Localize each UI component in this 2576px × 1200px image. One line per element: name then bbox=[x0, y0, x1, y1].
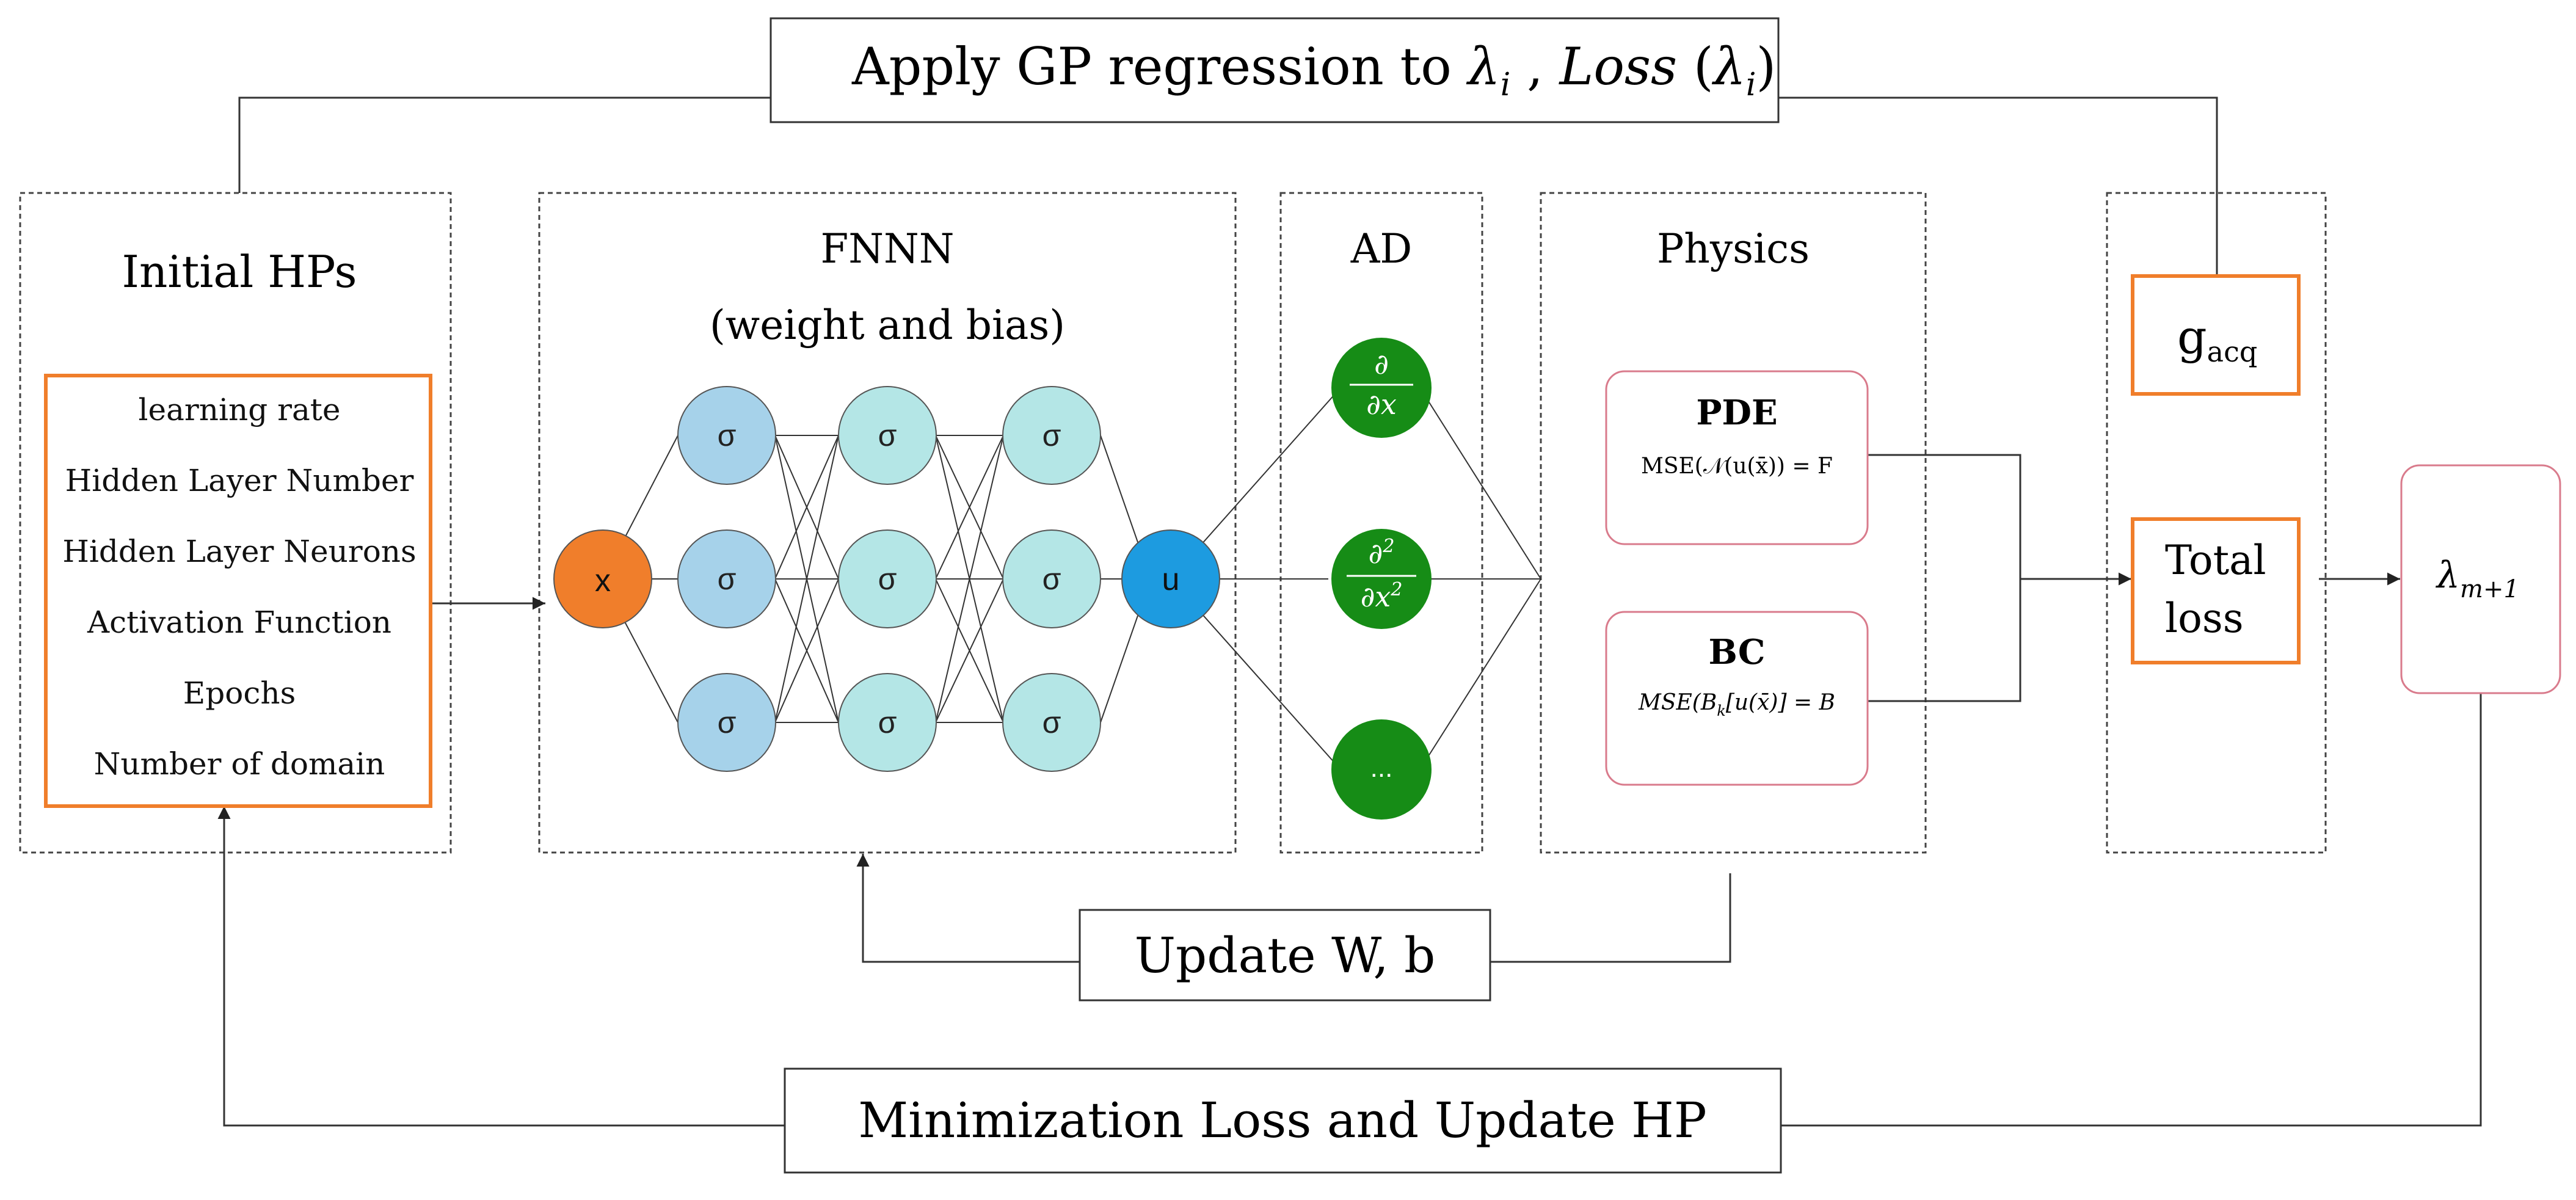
pde-box bbox=[1605, 370, 1869, 545]
hidden-layer-3 bbox=[1002, 386, 1101, 772]
neuron bbox=[838, 673, 937, 772]
hidden-layer-1 bbox=[677, 386, 776, 772]
hp-item: Hidden Layer Number bbox=[65, 463, 414, 498]
lambda-next-label: λm+1 bbox=[2436, 554, 2519, 603]
neuron-label: σ bbox=[1042, 705, 1061, 740]
bc-box bbox=[1605, 611, 1869, 786]
minimization-box bbox=[784, 1067, 1782, 1174]
hp-item: learning rate bbox=[139, 392, 341, 427]
input-node-x bbox=[553, 529, 652, 628]
ad-more-node bbox=[1331, 719, 1432, 820]
d2-numerator: ∂2 bbox=[1369, 536, 1395, 570]
panel-ad bbox=[1279, 192, 1483, 854]
output-node-label: u bbox=[1162, 562, 1180, 597]
top-loop-right-line bbox=[1778, 96, 2218, 275]
ad-ellipsis: ... bbox=[1370, 753, 1393, 783]
neuron bbox=[677, 386, 776, 485]
bottom-loop-arrow bbox=[217, 806, 785, 1127]
total-loss-box bbox=[2131, 517, 2301, 664]
hp-item: Activation Function bbox=[87, 605, 391, 640]
panel-acq bbox=[2106, 192, 2327, 854]
ad-second-derivative-node bbox=[1331, 529, 1432, 629]
total-loss-line2: loss bbox=[2165, 595, 2244, 642]
physics-title: Physics bbox=[1657, 225, 1810, 272]
neuron-label: σ bbox=[718, 418, 737, 453]
lambda-next-box bbox=[2400, 464, 2561, 694]
neuron-label: σ bbox=[718, 705, 737, 740]
pde-equation: MSE(𝒩(u(x̄)) = F bbox=[1641, 454, 1833, 479]
hidden-layer-2 bbox=[838, 386, 937, 772]
g-acq-box bbox=[2131, 274, 2301, 396]
neuron bbox=[1002, 386, 1101, 485]
top-loop-left-line bbox=[238, 96, 771, 193]
gp-regression-label: Apply GP regression to λi , Loss (λi) bbox=[851, 37, 1776, 103]
neuron bbox=[838, 386, 937, 485]
ad-title: AD bbox=[1350, 225, 1413, 272]
panel-fnnn bbox=[538, 192, 1237, 854]
output-node-u bbox=[1121, 529, 1220, 628]
neuron-label: σ bbox=[878, 418, 897, 453]
neuron-label: σ bbox=[878, 562, 897, 596]
neuron bbox=[1002, 529, 1101, 628]
hp-item: Number of domain bbox=[94, 746, 385, 782]
neuron-label: σ bbox=[718, 562, 737, 596]
update-wb-label: Update W, b bbox=[1135, 927, 1436, 984]
hp-item: Hidden Layer Neurons bbox=[62, 534, 416, 569]
bottom-loop-right-line bbox=[1781, 693, 2482, 1127]
neuron-label: σ bbox=[1042, 562, 1061, 596]
fnnn-subtitle: (weight and bias) bbox=[710, 302, 1065, 349]
neuron bbox=[677, 673, 776, 772]
neuron bbox=[838, 529, 937, 628]
d1-numerator: ∂ bbox=[1374, 347, 1389, 380]
minimization-label: Minimization Loss and Update HP bbox=[858, 1092, 1707, 1149]
neuron-labels: σ σ σ σ σ σ σ σ σ bbox=[718, 418, 1061, 740]
g-acq-label: gacq bbox=[2177, 310, 2257, 368]
update-wb-box bbox=[1079, 909, 1491, 1002]
d1-denominator: ∂x bbox=[1366, 388, 1397, 421]
panel-initial-hps bbox=[19, 192, 452, 854]
update-loop-right-line bbox=[1490, 873, 1731, 963]
neuron-label: σ bbox=[878, 705, 897, 740]
neuron-label: σ bbox=[1042, 418, 1061, 453]
d2-denominator: ∂x2 bbox=[1361, 579, 1403, 613]
hp-item: Epochs bbox=[183, 675, 296, 711]
hp-list-box bbox=[44, 374, 432, 808]
pde-title: PDE bbox=[1696, 393, 1777, 433]
fnnn-title: FNNN bbox=[820, 225, 954, 272]
bc-equation: MSE(Bk[u(x̄)] = B bbox=[1638, 690, 1835, 719]
neuron bbox=[1002, 673, 1101, 772]
total-loss-line1: Total bbox=[2165, 537, 2266, 584]
input-node-label: x bbox=[595, 563, 611, 598]
initial-hps-title: Initial HPs bbox=[122, 246, 357, 297]
update-loop-arrow bbox=[856, 854, 1080, 963]
panel-physics bbox=[1540, 192, 1927, 854]
hp-list: learning rate Hidden Layer Number Hidden… bbox=[62, 392, 416, 782]
gp-regression-box bbox=[770, 17, 1780, 123]
physics-merge-line bbox=[1868, 454, 2021, 702]
ad-first-derivative-node bbox=[1331, 338, 1432, 438]
neuron bbox=[677, 529, 776, 628]
bc-title: BC bbox=[1709, 632, 1766, 672]
